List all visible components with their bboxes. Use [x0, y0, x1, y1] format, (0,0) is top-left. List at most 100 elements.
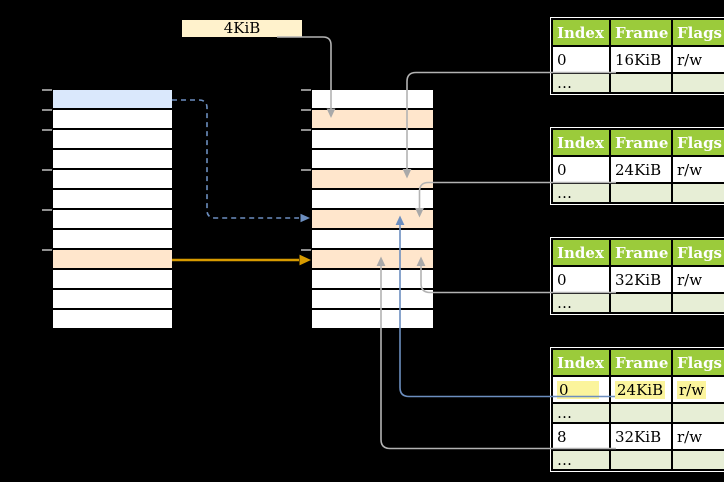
table-cell: …	[551, 182, 611, 204]
table-cell: 24KiB	[609, 375, 673, 404]
table-cell: r/w	[671, 375, 724, 404]
address-tick	[42, 129, 52, 131]
table-cell	[609, 182, 673, 204]
address-tick	[301, 89, 311, 91]
memory-cell-white	[312, 230, 433, 250]
table-row-ellipsis: …	[551, 292, 724, 314]
address-tick	[42, 109, 52, 111]
table-cell: …	[551, 292, 611, 314]
table-cell: 24KiB	[609, 155, 673, 184]
table-cell	[609, 72, 673, 94]
memory-cell-white	[53, 190, 172, 210]
memory-cell-white	[53, 110, 172, 130]
memory-cell-orange	[312, 250, 433, 270]
table-cell: …	[551, 402, 611, 424]
column-header-index: Index	[551, 238, 611, 267]
memory-cell-white	[53, 310, 172, 330]
memory-cell-blue	[53, 90, 172, 110]
memory-cell-white	[53, 170, 172, 190]
address-tick	[301, 169, 311, 171]
table-cell: 0	[551, 375, 611, 404]
table-cell	[671, 402, 724, 424]
memory-cell-white	[312, 290, 433, 310]
table-cell	[609, 292, 673, 314]
table-cell: r/w	[671, 265, 724, 294]
table-cell: 0	[551, 45, 611, 74]
highlighted-value: r/w	[677, 380, 707, 399]
address-tick	[42, 249, 52, 251]
table-cell: 32KiB	[609, 265, 673, 294]
memory-cell-white	[53, 210, 172, 230]
table-cell: r/w	[671, 422, 724, 451]
memory-cell-white	[53, 290, 172, 310]
column-header-flags: Flags	[671, 348, 724, 377]
column-header-index: Index	[551, 128, 611, 157]
address-tick	[301, 109, 311, 111]
table-cell: …	[551, 72, 611, 94]
virtual-memory-column	[42, 89, 172, 330]
memory-cell-orange	[53, 250, 172, 270]
table-row-ellipsis: …	[551, 449, 724, 471]
table-cell: 0	[551, 155, 611, 184]
memory-cell-white	[53, 230, 172, 250]
table-cell	[609, 449, 673, 471]
table-row-ellipsis: …	[551, 182, 724, 204]
table-cell	[609, 402, 673, 424]
table-cell	[671, 72, 724, 94]
column-header-index: Index	[551, 348, 611, 377]
address-tick	[42, 89, 52, 91]
memory-cell-white	[312, 310, 433, 330]
column-header-frame: Frame	[609, 348, 673, 377]
table-cell	[671, 449, 724, 471]
column-header-flags: Flags	[671, 18, 724, 47]
column-header-frame: Frame	[609, 128, 673, 157]
column-header-frame: Frame	[609, 238, 673, 267]
memory-cell-white	[312, 150, 433, 170]
address-tick	[42, 169, 52, 171]
memory-cell-white	[53, 270, 172, 290]
table-cell: 0	[551, 265, 611, 294]
address-tick	[301, 129, 311, 131]
highlighted-value: 24KiB	[615, 380, 666, 399]
column-header-flags: Flags	[671, 238, 724, 267]
column-header-index: Index	[551, 18, 611, 47]
address-tick	[42, 209, 52, 211]
table-cell: 32KiB	[609, 422, 673, 451]
table-row-ellipsis: …	[551, 402, 724, 424]
table-cell: 16KiB	[609, 45, 673, 74]
table-cell: r/w	[671, 155, 724, 184]
page-size-label: 4KiB	[182, 20, 302, 37]
memory-cell-orange	[312, 210, 433, 230]
memory-cell-white	[312, 90, 433, 110]
arrow-virtual-to-frame-dashed	[172, 99, 310, 223]
column-header-flags: Flags	[671, 128, 724, 157]
table-cell: 8	[551, 422, 611, 451]
address-tick	[301, 249, 311, 251]
memory-cell-orange	[312, 110, 433, 130]
memory-cell-white	[312, 190, 433, 210]
memory-cell-white	[53, 150, 172, 170]
table-cell: r/w	[671, 45, 724, 74]
memory-cell-white	[53, 130, 172, 150]
memory-cell-orange	[312, 170, 433, 190]
physical-memory-column	[301, 89, 433, 330]
table-cell	[671, 182, 724, 204]
memory-cell-white	[312, 130, 433, 150]
arrow-virtual-to-frame-orange	[172, 254, 311, 266]
column-header-frame: Frame	[609, 18, 673, 47]
table-cell	[671, 292, 724, 314]
